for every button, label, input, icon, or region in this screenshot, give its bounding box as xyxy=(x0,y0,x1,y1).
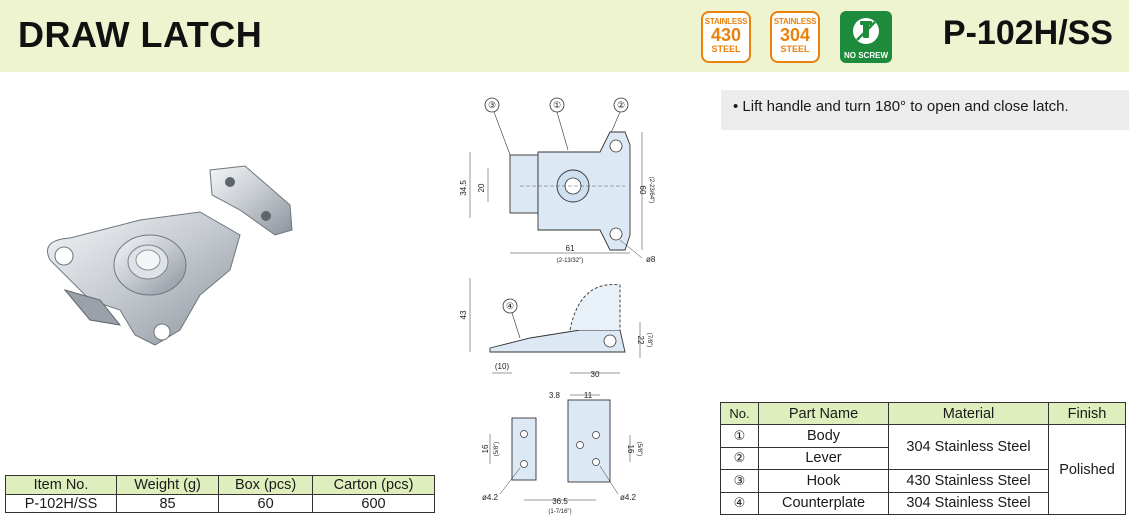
svg-text:60: 60 xyxy=(638,186,647,195)
spec-table: Item No. Weight (g) Box (pcs) Carton (pc… xyxy=(4,475,435,513)
top-view: 34.5 20 61 (2-13/32") 60 (2-23/64") ø8 xyxy=(460,131,656,264)
cell-part-name: Body xyxy=(758,424,889,448)
no-screw-label: NO SCREW xyxy=(844,51,888,60)
svg-text:②: ② xyxy=(617,100,625,110)
part-number: P-102H/SS xyxy=(942,14,1113,52)
svg-text:(7/8"): (7/8") xyxy=(646,333,652,347)
svg-text:36.5: 36.5 xyxy=(552,497,568,506)
table-row: ③ Hook 430 Stainless Steel xyxy=(720,469,1126,493)
svg-text:20: 20 xyxy=(477,183,486,192)
cell-weight: 85 xyxy=(116,494,220,513)
col-material: Material xyxy=(888,402,1049,425)
strike-view: 3.8 11 16 (5/8") 16 (5/8") ø4.2 ø4.2 36.… xyxy=(481,391,642,515)
svg-text:ø8: ø8 xyxy=(646,255,656,264)
spec-table-header: Item No. Weight (g) Box (pcs) Carton (pc… xyxy=(4,475,435,495)
svg-text:(2-23/64"): (2-23/64") xyxy=(648,177,654,203)
svg-text:16: 16 xyxy=(481,444,490,453)
col-weight: Weight (g) xyxy=(116,475,220,495)
col-finish: Finish xyxy=(1048,402,1126,425)
svg-text:43: 43 xyxy=(460,310,468,319)
svg-text:30: 30 xyxy=(591,370,600,379)
cell-material: 304 Stainless Steel xyxy=(888,424,1049,470)
cell-part-name: Lever xyxy=(758,446,889,470)
svg-text:(5/8"): (5/8") xyxy=(494,442,500,456)
callout-3: ③ xyxy=(484,97,513,161)
cell-box: 60 xyxy=(218,494,314,513)
table-row: P-102H/SS 85 60 600 xyxy=(4,494,435,513)
col-item-no: Item No. xyxy=(4,475,118,495)
callout-2: ② xyxy=(609,97,629,136)
callout-1: ① xyxy=(549,97,569,151)
material-table: No. Part Name Material Finish ① Body 304… xyxy=(720,402,1126,515)
svg-text:④: ④ xyxy=(506,301,514,311)
no-screw-icon xyxy=(853,18,879,44)
col-part-name: Part Name xyxy=(758,402,889,425)
product-photo xyxy=(47,165,293,346)
svg-text:(2-13/32"): (2-13/32") xyxy=(557,258,583,264)
cell-no: ④ xyxy=(720,491,759,515)
svg-text:16: 16 xyxy=(626,445,635,454)
col-no: No. xyxy=(720,402,759,425)
svg-text:22: 22 xyxy=(636,336,645,345)
material-table-header: No. Part Name Material Finish xyxy=(720,402,1126,425)
svg-text:ø4.2: ø4.2 xyxy=(482,493,499,502)
stainless-304-badge: STAINLESS 304 STEEL xyxy=(770,11,820,63)
table-row: ① Body 304 Stainless Steel Polished xyxy=(720,424,1126,515)
cell-no: ③ xyxy=(720,469,759,493)
side-view: ④ 43 22 (7/8") (10) 30 xyxy=(460,278,652,379)
cell-no: ② xyxy=(720,446,759,470)
svg-text:(1-7/16"): (1-7/16") xyxy=(548,509,571,515)
svg-text:61: 61 xyxy=(566,244,575,253)
cell-finish: Polished xyxy=(1048,424,1126,515)
feature-note-text: • Lift handle and turn 180° to open and … xyxy=(733,98,1069,115)
col-box: Box (pcs) xyxy=(218,475,314,495)
svg-text:①: ① xyxy=(553,100,561,110)
svg-text:ø4.2: ø4.2 xyxy=(620,493,637,502)
no-screw-badge: NO SCREW xyxy=(840,11,892,63)
cell-material: 304 Stainless Steel xyxy=(888,491,1049,515)
cell-part-name: Counterplate xyxy=(758,491,889,515)
feature-note: • Lift handle and turn 180° to open and … xyxy=(721,90,1129,130)
svg-text:(5/8"): (5/8") xyxy=(636,442,642,456)
table-row: ④ Counterplate 304 Stainless Steel xyxy=(720,491,1126,515)
cell-carton: 600 xyxy=(312,494,435,513)
page-title: DRAW LATCH xyxy=(18,14,263,55)
cell-part-name: Hook xyxy=(758,469,889,493)
stainless-430-badge: STAINLESS 430 STEEL xyxy=(701,11,751,63)
svg-text:(10): (10) xyxy=(495,362,510,371)
svg-text:34.5: 34.5 xyxy=(460,180,468,196)
cell-item-no: P-102H/SS xyxy=(4,494,118,513)
col-carton: Carton (pcs) xyxy=(312,475,435,495)
svg-text:11: 11 xyxy=(584,391,593,400)
cell-material: 430 Stainless Steel xyxy=(888,469,1049,493)
technical-drawings: ③ ① ② 34.5 20 61 (2-13/32") 60 (2-23/64"… xyxy=(460,97,656,515)
cell-no: ① xyxy=(720,424,759,448)
svg-text:③: ③ xyxy=(488,100,496,110)
svg-text:3.8: 3.8 xyxy=(549,391,561,400)
header-band: DRAW LATCH STAINLESS 430 STEEL STAINLESS… xyxy=(0,0,1129,72)
